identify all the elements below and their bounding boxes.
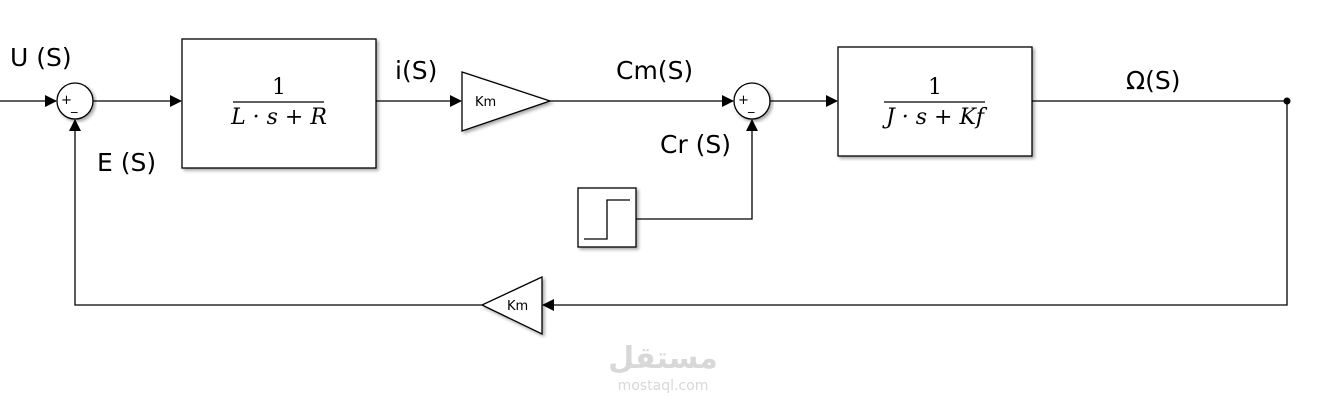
gain-forward-km[interactable]: Km xyxy=(461,71,553,132)
mechanical-transfer-block[interactable]: 1 J · s + Kf xyxy=(837,46,1033,157)
gain-feedback-km[interactable]: Km xyxy=(480,275,543,336)
label-cr: Cr (S) xyxy=(660,130,731,159)
step-source-block[interactable] xyxy=(577,187,637,248)
label-u: U (S) xyxy=(10,43,72,72)
gain-label: Km xyxy=(507,299,528,314)
denominator: J · s + Kf xyxy=(882,105,988,130)
numerator: 1 xyxy=(272,75,286,100)
watermark-site: mostaql.com xyxy=(618,378,709,394)
label-cm: Cm(S) xyxy=(616,56,693,85)
step-icon xyxy=(584,199,630,240)
watermark: مستقل mostaql.com xyxy=(608,341,718,394)
branch-point xyxy=(1283,97,1291,105)
sum-block-2[interactable]: + _ xyxy=(733,82,771,120)
electrical-transfer-block[interactable]: 1 L · s + R xyxy=(181,38,377,169)
label-i: i(S) xyxy=(395,56,437,85)
sum-block-1[interactable]: + _ xyxy=(56,82,94,120)
gain-label: Km xyxy=(475,95,496,110)
sum1-minus: _ xyxy=(70,99,78,114)
numerator: 1 xyxy=(928,75,942,100)
label-omega: Ω(S) xyxy=(1126,66,1180,95)
signal-lines xyxy=(0,95,1288,311)
sum1-plus: + xyxy=(61,93,72,108)
sum2-plus: + xyxy=(738,93,749,108)
label-e: E (S) xyxy=(97,148,156,177)
sum2-minus: _ xyxy=(747,99,755,114)
watermark-arabic: مستقل xyxy=(608,341,718,376)
denominator: L · s + R xyxy=(230,105,327,130)
